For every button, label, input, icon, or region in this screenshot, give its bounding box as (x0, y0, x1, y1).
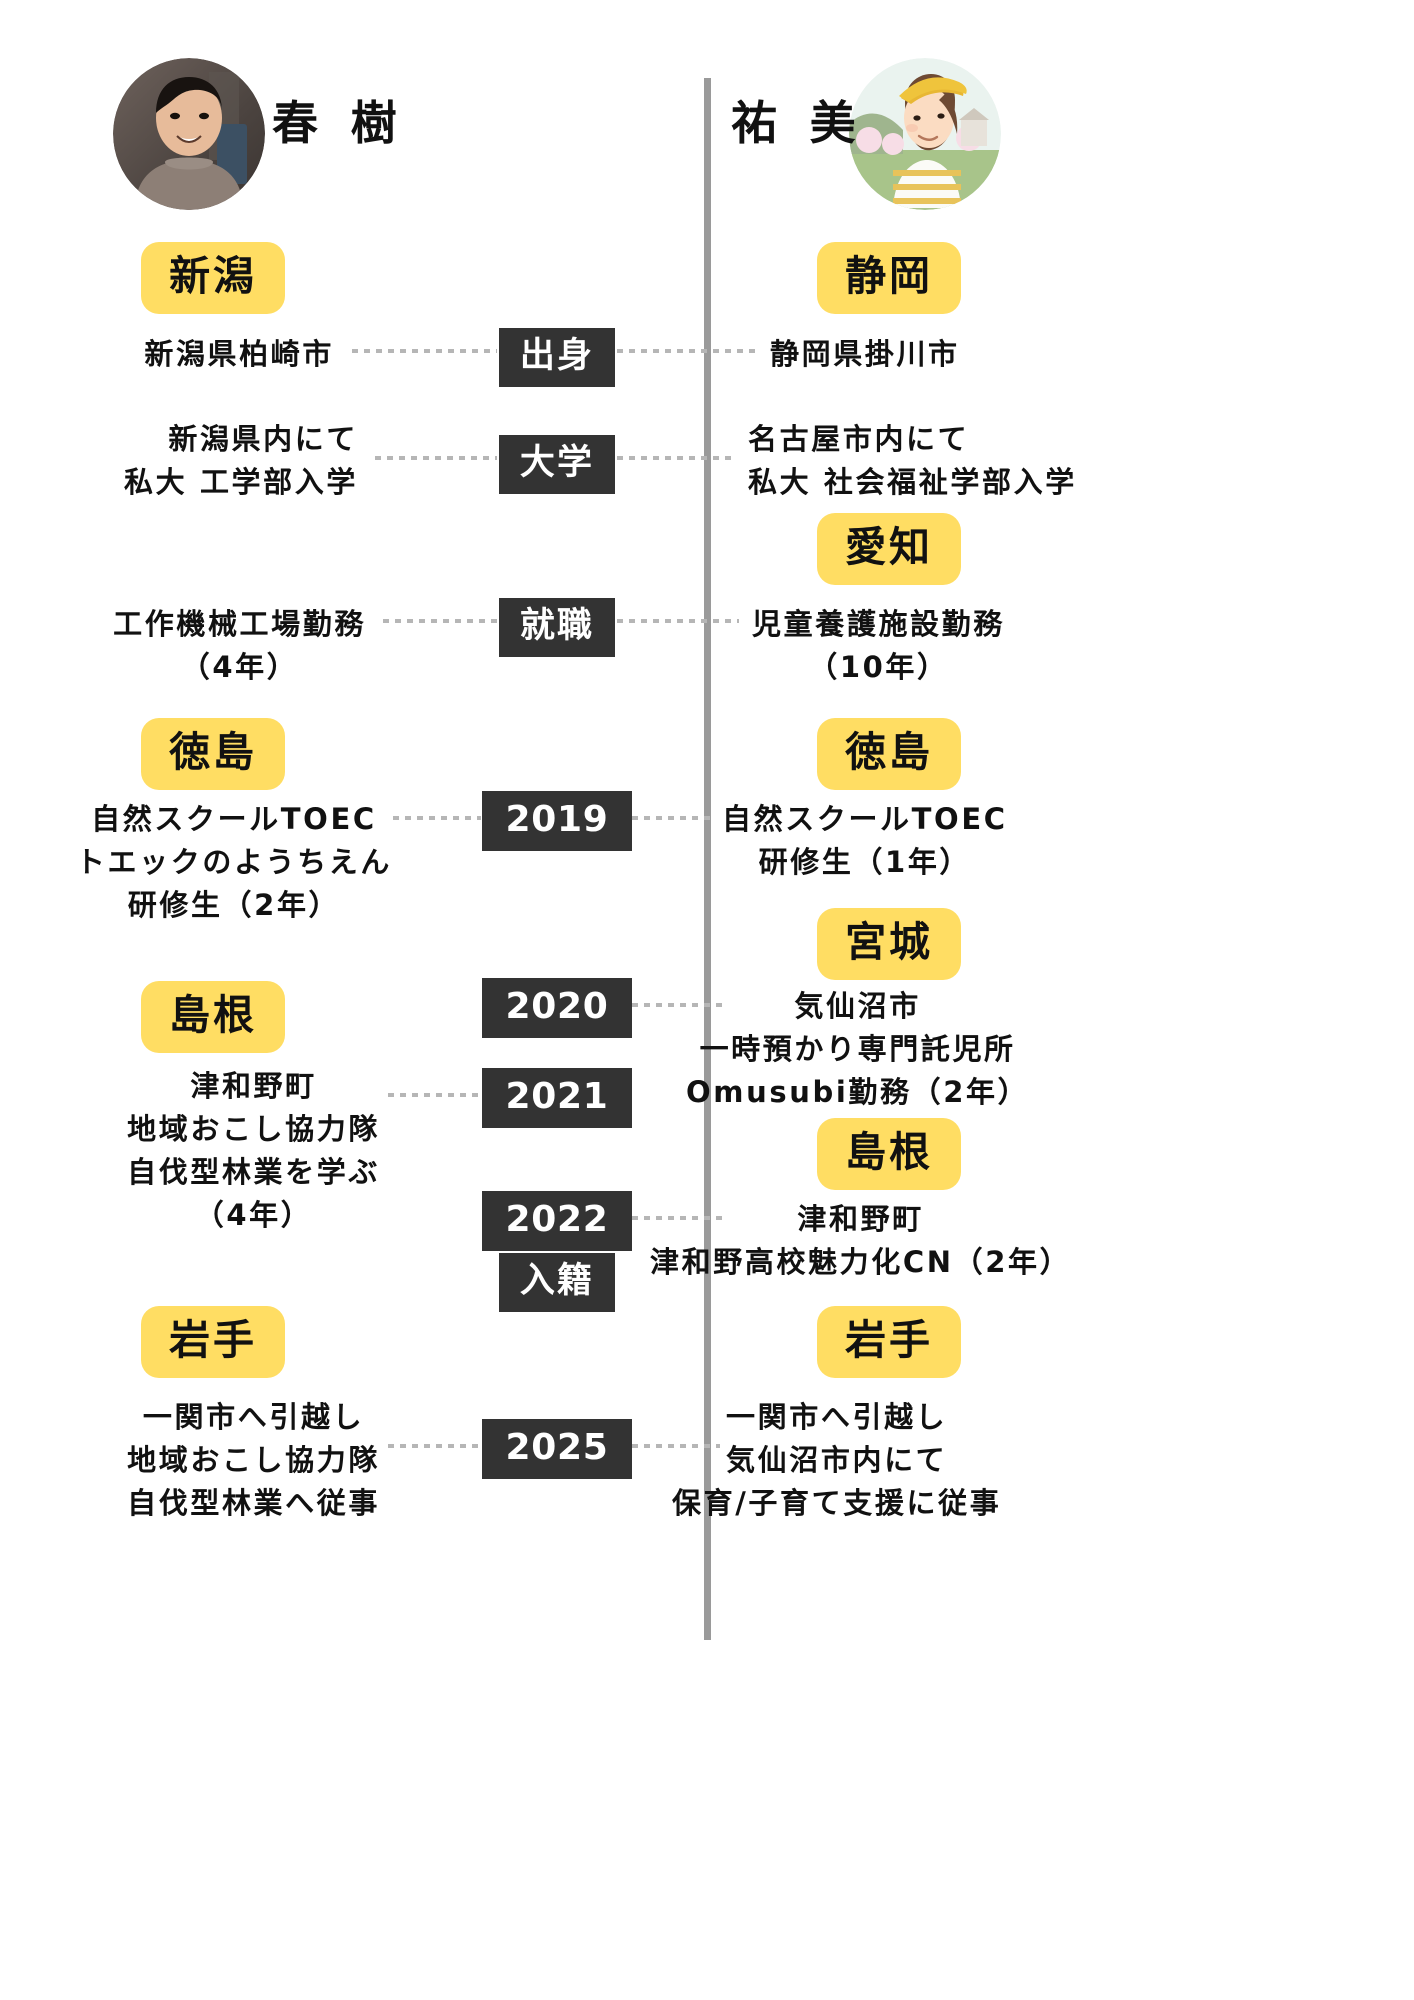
entry-line: 一関市へ引越し (142, 1400, 365, 1434)
connector-left-employment (383, 619, 497, 623)
entry-line: 工作機械工場勤務 (113, 607, 366, 641)
entry-line: （4年） (194, 1197, 313, 1232)
badge-left-shimane: 島根 (141, 981, 285, 1053)
entry-line: 保育/子育て支援に従事 (672, 1485, 1002, 1520)
entry-right-2022: 津和野町 津和野高校魅力化CN（2年） (650, 1198, 1071, 1284)
entry-line: （10年） (808, 649, 949, 684)
marker-2021: 2021 (482, 1068, 632, 1128)
entry-line: 地域おこし協力隊 (127, 1442, 380, 1477)
marker-university: 大学 (499, 435, 615, 494)
entry-line: 新潟県内にて (168, 422, 358, 456)
avatar-right (849, 58, 1001, 210)
connector-left-origin (352, 349, 497, 353)
timeline-spine-upper (703, 78, 711, 1353)
entry-line: 名古屋市内にて (748, 422, 970, 456)
badge-right-shizuoka: 静岡 (817, 242, 961, 314)
badge-right-shimane: 島根 (817, 1118, 961, 1190)
badge-left-iwate: 岩手 (141, 1306, 285, 1378)
connector-left-university (375, 456, 497, 460)
entry-line: トエックのようちえん (75, 844, 392, 879)
entry-line: 静岡県掛川市 (770, 337, 960, 371)
marker-2020: 2020 (482, 978, 632, 1038)
connector-right-2025 (632, 1444, 720, 1448)
marker-marriage: 入籍 (499, 1253, 615, 1312)
marker-origin: 出身 (499, 328, 615, 387)
entry-line: 研修生（2年） (127, 887, 341, 922)
badge-right-aichi: 愛知 (817, 513, 961, 585)
entry-line: Omusubi勤務（2年） (686, 1074, 1030, 1109)
entry-line: 気仙沼市内にて (726, 1442, 948, 1477)
entry-line: 私大 工学部入学 (124, 464, 358, 499)
entry-left-university: 新潟県内にて 私大 工学部入学 (124, 418, 358, 504)
entry-left-2025: 一関市へ引越し 地域おこし協力隊 自伐型林業へ従事 (127, 1396, 380, 1525)
entry-line: 津和野高校魅力化CN（2年） (650, 1244, 1072, 1279)
entry-line: 新潟県柏崎市 (144, 337, 334, 371)
entry-right-2025: 一関市へ引越し 気仙沼市内にて 保育/子育て支援に従事 (672, 1396, 1001, 1525)
entry-line: 一時預かり専門託児所 (699, 1031, 1016, 1066)
entry-line: 自伐型林業へ従事 (127, 1485, 380, 1520)
person-name-left: 春 樹 (272, 96, 405, 150)
entry-right-origin: 静岡県掛川市 (770, 333, 960, 376)
connector-left-2021 (388, 1093, 481, 1097)
portrait-woman-yellow-cap-icon (849, 58, 1001, 210)
entry-right-employment: 児童養護施設勤務 （10年） (752, 603, 1005, 689)
badge-left-tokushima: 徳島 (141, 718, 285, 790)
entry-left-2019: 自然スクールTOEC トエックのようちえん 研修生（2年） (76, 798, 392, 927)
marker-2025: 2025 (482, 1419, 632, 1479)
portrait-man-smiling-icon (113, 58, 265, 210)
entry-line: （4年） (180, 649, 299, 684)
entry-line: 自然スクールTOEC (91, 802, 377, 836)
entry-line: 児童養護施設勤務 (752, 607, 1005, 641)
entry-left-employment: 工作機械工場勤務 （4年） (113, 603, 366, 689)
entry-line: 津和野町 (190, 1069, 317, 1103)
marker-employment: 就職 (499, 598, 615, 657)
marker-2022: 2022 (482, 1191, 632, 1251)
timeline-spine-bottom (703, 1310, 711, 1640)
entry-right-university: 名古屋市内にて 私大 社会福祉学部入学 (748, 418, 1077, 504)
connector-right-2020 (632, 1003, 722, 1007)
connector-right-2022 (632, 1216, 728, 1220)
entry-line: 研修生（1年） (758, 844, 972, 879)
entry-left-2021: 津和野町 地域おこし協力隊 自伐型林業を学ぶ （4年） (127, 1065, 380, 1237)
connector-left-2025 (388, 1444, 481, 1448)
badge-left-niigata: 新潟 (141, 242, 285, 314)
connector-right-employment (617, 619, 739, 623)
entry-line: 津和野町 (797, 1202, 924, 1236)
entry-line: 私大 社会福祉学部入学 (748, 464, 1077, 499)
entry-right-2019: 自然スクールTOEC 研修生（1年） (722, 798, 1008, 884)
entry-left-origin: 新潟県柏崎市 (144, 333, 334, 376)
entry-line: 自然スクールTOEC (722, 802, 1008, 836)
connector-right-university (617, 456, 735, 460)
entry-line: 地域おこし協力隊 (127, 1111, 380, 1146)
entry-right-2020: 気仙沼市 一時預かり専門託児所 Omusubi勤務（2年） (686, 985, 1029, 1114)
connector-right-origin (617, 349, 757, 353)
marker-2019: 2019 (482, 791, 632, 851)
connector-left-2019 (393, 816, 481, 820)
entry-line: 一関市へ引越し (726, 1400, 948, 1434)
entry-line: 自伐型林業を学ぶ (127, 1154, 380, 1189)
avatar-left (113, 58, 265, 210)
badge-right-iwate: 岩手 (817, 1306, 961, 1378)
entry-line: 気仙沼市 (794, 989, 921, 1023)
person-name-right: 祐 美 (731, 96, 864, 150)
connector-right-2019 (632, 816, 714, 820)
badge-right-tokushima: 徳島 (817, 718, 961, 790)
badge-right-miyagi: 宮城 (817, 908, 961, 980)
